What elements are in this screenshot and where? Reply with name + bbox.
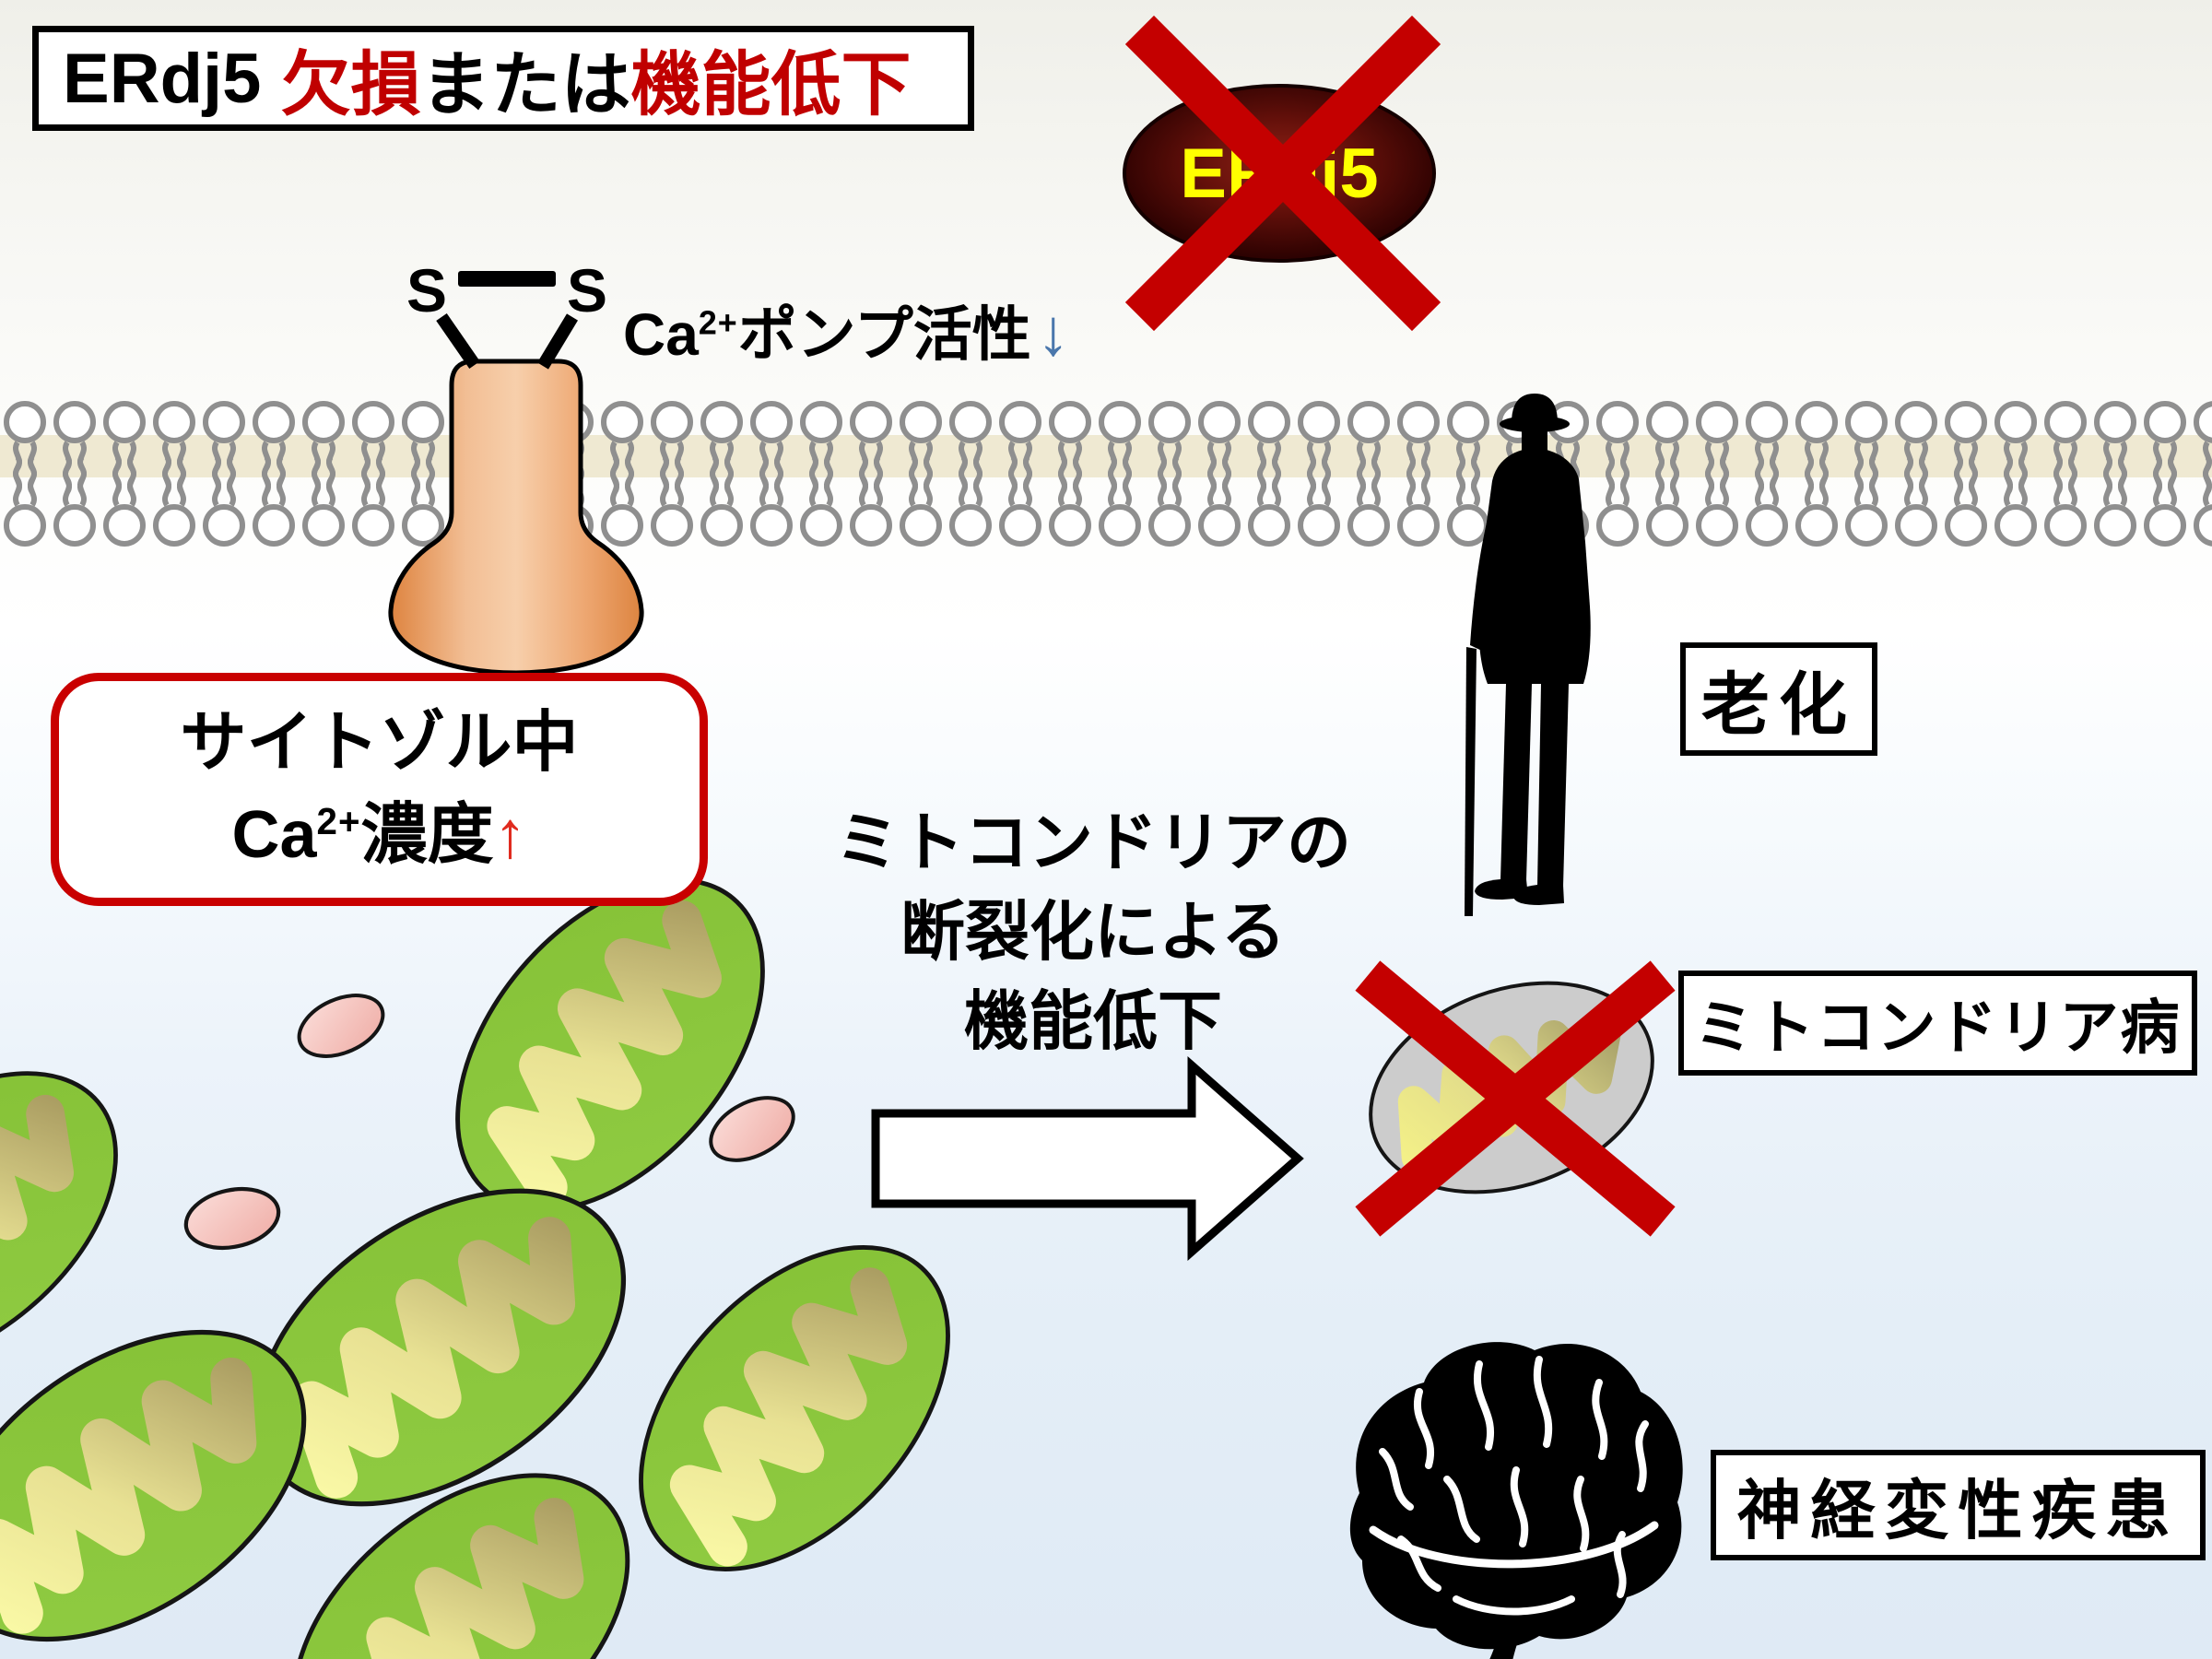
vesicle-fragment	[181, 1181, 284, 1255]
aging-label: 老化	[1701, 666, 1856, 743]
title-conjunction: または	[420, 46, 631, 124]
ca-charge: 2+	[698, 304, 738, 342]
title-box: ERdj5 欠損または機能低下	[32, 26, 974, 131]
ca-pump-text: ポンプ活性	[737, 301, 1031, 368]
dead-mitochondrion	[1355, 960, 1676, 1237]
disulfide-bond-icon: S S	[406, 256, 607, 370]
block-arrow-right-icon	[871, 1056, 1304, 1261]
title-defect: 欠損	[280, 46, 421, 124]
erdj5-badge: ERdj5	[1123, 15, 1441, 332]
cytosol-conc-text: 濃度	[360, 797, 494, 872]
ca-pump-activity-label: Ca2+ポンプ活性↓	[623, 288, 1070, 372]
cytosol-line1: サイトゾル中	[180, 706, 579, 781]
brain-sulci-lines	[1369, 1356, 1659, 1616]
neurodegeneration-label: 神経変性疾患	[1736, 1474, 2180, 1547]
mitochondrion	[582, 1190, 1008, 1627]
up-arrow-icon: ↑	[493, 797, 527, 872]
sulfur-right-label: S	[567, 256, 607, 324]
title-decline: 機能低下	[630, 46, 912, 124]
down-arrow-icon: ↓	[1036, 296, 1070, 370]
cytosol-ca-box: サイトゾル中 Ca2+濃度↑	[51, 673, 708, 906]
fragmentation-line2: 断裂化による	[900, 896, 1286, 968]
fragmentation-caption: ミトコンドリアの 断裂化による 機能低下	[811, 798, 1375, 1066]
elderly-man-silhouette	[1465, 394, 1591, 916]
erdj5-red-cross-icon	[1124, 15, 1441, 332]
vesicle-fragment	[288, 981, 394, 1071]
sulfur-left-label: S	[406, 256, 447, 324]
fragmentation-line1: ミトコンドリアの	[835, 806, 1351, 878]
brain-silhouette	[1349, 1342, 1683, 1659]
cytosol-line2: Ca2+濃度↑	[231, 790, 526, 881]
fragmentation-line3: 機能低下	[964, 985, 1222, 1057]
er-membrane	[0, 394, 2212, 553]
ca-element: Ca	[623, 301, 699, 368]
cytosol-ca-element: Ca	[231, 797, 317, 872]
mito-disease-label: ミトコンドリア病	[1694, 994, 2182, 1061]
cytosol-ca-charge: 2+	[316, 799, 361, 842]
title-product: ERdj5	[63, 39, 281, 118]
mito-disease-label-box: ミトコンドリア病	[1678, 971, 2197, 1076]
neurodegeneration-label-box: 神経変性疾患	[1711, 1450, 2206, 1560]
mitochondrion-red-cross-icon	[1355, 960, 1676, 1237]
cane-icon	[1465, 647, 1477, 916]
aging-label-box: 老化	[1680, 642, 1877, 756]
lipid-bilayer	[0, 394, 2212, 553]
ca-pump-protein: S S	[388, 256, 644, 676]
